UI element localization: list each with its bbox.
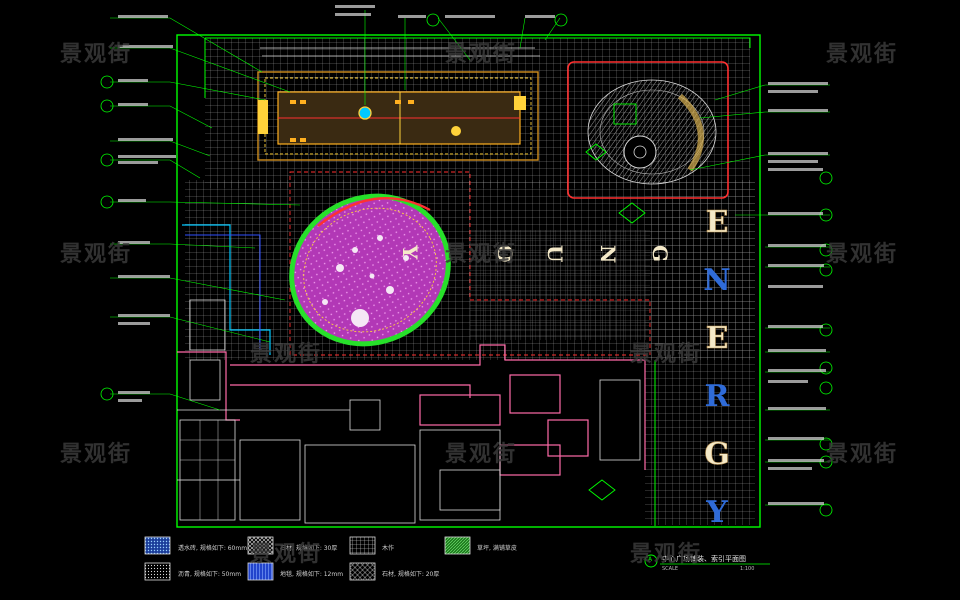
section-markers bbox=[585, 143, 646, 501]
energy-letters: E N E R G Y bbox=[703, 205, 730, 530]
watermark-2: 景观街 bbox=[445, 42, 518, 67]
plaza-letter-1: O bbox=[493, 245, 517, 262]
pool-bench-right bbox=[514, 96, 526, 110]
window-grid bbox=[180, 420, 235, 520]
plaza-letter-3: N bbox=[596, 245, 620, 263]
watermark-8: 景观街 bbox=[445, 442, 518, 467]
big-letter-4: R bbox=[705, 379, 731, 414]
drawing-subtitle: SCALE bbox=[662, 566, 679, 572]
legend-label-1: 透水砖, 规格如下: 60mm bbox=[178, 545, 248, 552]
watermark-12: 景观街 bbox=[250, 542, 323, 567]
legend-label-6: 地毯, 规格如下: 12mm bbox=[280, 571, 344, 578]
drawing-frame bbox=[176, 34, 761, 528]
cyan-path-west bbox=[182, 224, 271, 355]
road-line-top bbox=[260, 47, 540, 57]
big-letter-2: N bbox=[703, 263, 730, 298]
amphitheater bbox=[587, 79, 717, 185]
drawing-scale: 1:100 bbox=[740, 566, 755, 572]
watermark-1: 景观街 bbox=[60, 42, 133, 67]
big-letter-5: G bbox=[704, 437, 730, 472]
index-bubbles-left bbox=[100, 75, 114, 401]
blue-path bbox=[185, 234, 261, 350]
watermark-7: 景观街 bbox=[60, 442, 133, 467]
watermark-4: 景观街 bbox=[60, 242, 133, 267]
legend-label-5: 沥青, 规格如下: 50mm bbox=[178, 571, 242, 578]
fountain-node bbox=[358, 106, 372, 120]
index-bubbles-top bbox=[426, 13, 568, 27]
paving-grid-plaza bbox=[470, 230, 650, 340]
annotation-texts-right bbox=[768, 82, 828, 505]
watermark-3: 景观街 bbox=[826, 42, 899, 67]
red-dashed-zone bbox=[289, 171, 651, 356]
title-block bbox=[644, 554, 770, 568]
legend-label-3: 木作 bbox=[382, 545, 395, 552]
oval-letter: Y bbox=[398, 244, 422, 260]
building-outlines bbox=[177, 344, 646, 476]
boundary-top bbox=[204, 37, 751, 98]
paving-grid-east bbox=[645, 180, 755, 525]
pool-side-dots bbox=[290, 100, 414, 142]
watermark-5: 景观街 bbox=[445, 242, 518, 267]
sun-sculpture bbox=[451, 126, 461, 136]
plaza-letter-4: G bbox=[648, 245, 672, 262]
annotation-texts-left bbox=[118, 15, 176, 402]
legend-label-2: 石材, 规格如下: 30厚 bbox=[280, 545, 338, 552]
watermark-9: 景观街 bbox=[826, 442, 899, 467]
legend-label-4: 草坪, 满铺草皮 bbox=[477, 545, 517, 552]
watermark-6: 景观街 bbox=[826, 242, 899, 267]
leader-lines-top bbox=[364, 10, 561, 105]
plaza-letter-2: U bbox=[543, 245, 567, 262]
big-letter-6: Y bbox=[705, 495, 728, 530]
legend-label-7: 石材, 规格如下: 20厚 bbox=[382, 571, 440, 578]
index-bubbles-right bbox=[819, 171, 833, 517]
big-letter-1: E bbox=[706, 205, 729, 240]
pool-bench-left bbox=[258, 100, 268, 134]
drawing-title: 中心广场铺装、索引平面图 bbox=[662, 555, 746, 563]
title-marker: A bbox=[648, 556, 653, 563]
legend-swatches bbox=[144, 536, 471, 581]
watermark-11: 景观街 bbox=[630, 342, 703, 367]
annotation-texts-top bbox=[335, 5, 555, 18]
watermark-10: 景观街 bbox=[250, 342, 323, 367]
watermark-13: 景观街 bbox=[630, 542, 703, 567]
plaza-letters: O U N G bbox=[493, 245, 672, 263]
red-zone-north bbox=[567, 61, 729, 199]
big-letter-3: E bbox=[706, 321, 729, 356]
oval-plaza bbox=[289, 193, 451, 347]
